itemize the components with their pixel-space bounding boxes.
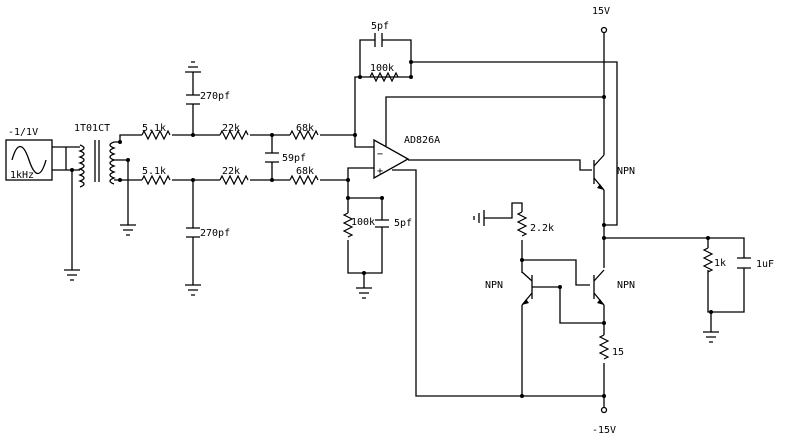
capacitor-feedback bbox=[374, 33, 383, 47]
rail-negative-label: -15V bbox=[592, 425, 616, 436]
transformer: 1T01CT bbox=[65, 123, 128, 188]
opamp: − + AD826A bbox=[373, 135, 440, 180]
resistor-fb-bottom bbox=[289, 174, 319, 186]
resistor-load bbox=[702, 247, 714, 273]
transistor-mirror-left: NPN bbox=[485, 271, 533, 306]
resistor-fb-top bbox=[289, 129, 319, 141]
mirror-base-wire bbox=[532, 286, 604, 324]
resistor-bias-label: 2.2k bbox=[530, 223, 554, 234]
capacitor-load bbox=[737, 257, 751, 269]
capacitor-top-label: 270pf bbox=[200, 91, 230, 102]
resistor-mid-top-label: 22k bbox=[222, 123, 240, 134]
resistor-ref bbox=[342, 212, 354, 238]
resistor-mid-bottom bbox=[219, 174, 249, 186]
opamp-vplus-wire bbox=[385, 96, 604, 146]
opamp-output-wire bbox=[408, 159, 592, 171]
feedback-tap-wire bbox=[411, 61, 618, 226]
bias-wire bbox=[484, 202, 523, 219]
opamp-plus-pin: + bbox=[377, 166, 383, 177]
resistor-in-top bbox=[141, 129, 171, 141]
resistor-emitter-label: 15 bbox=[612, 347, 624, 358]
resistor-feedback bbox=[369, 71, 399, 83]
source-wire bbox=[52, 146, 66, 171]
ground-bias bbox=[473, 210, 485, 226]
transistor-mirror-right: NPN bbox=[593, 269, 635, 306]
capacitor-bottom bbox=[186, 227, 200, 238]
capacitor-top bbox=[186, 94, 200, 105]
opamp-minus-pin: − bbox=[377, 149, 383, 160]
resistor-in-bottom bbox=[141, 174, 171, 186]
signal-source: -1/1V 1kHz bbox=[5, 127, 53, 181]
transistor-upper-label: NPN bbox=[617, 166, 635, 177]
junction-dots bbox=[70, 60, 713, 398]
rail-negative-terminal bbox=[600, 406, 608, 414]
ground-primary bbox=[64, 269, 80, 281]
resistor-emitter bbox=[598, 334, 610, 360]
capacitor-feedback-label: 5pf bbox=[371, 21, 389, 32]
rail-positive-terminal bbox=[600, 26, 608, 34]
transistor-mirror-left-label: NPN bbox=[485, 280, 503, 291]
ground-load bbox=[703, 331, 719, 343]
resistor-fb-bottom-label: 68k bbox=[296, 166, 314, 177]
top-path-wire bbox=[119, 134, 142, 142]
transistor-upper: NPN bbox=[593, 154, 635, 191]
resistor-in-top-label: 5.1k bbox=[142, 123, 166, 134]
resistor-load-label: 1k bbox=[714, 258, 726, 269]
resistor-ref-label: 100k bbox=[351, 217, 375, 228]
output-wire bbox=[604, 237, 745, 313]
capacitor-ref bbox=[375, 213, 389, 240]
capacitor-bottom-label: 270pf bbox=[200, 228, 230, 239]
mirror-collector-wire bbox=[521, 240, 590, 286]
ground-cap-top bbox=[185, 61, 201, 73]
resistor-bias bbox=[516, 211, 528, 237]
ground-center-tap bbox=[120, 224, 136, 236]
ground-cap-bottom bbox=[185, 284, 201, 296]
resistor-in-bottom-label: 5.1k bbox=[142, 166, 166, 177]
resistor-mid-top bbox=[219, 129, 249, 141]
resistor-feedback-label: 100k bbox=[370, 63, 394, 74]
rail-positive-label: 15V bbox=[592, 6, 610, 17]
feedback-network-wire bbox=[354, 39, 412, 135]
resistor-mid-bottom-label: 22k bbox=[222, 166, 240, 177]
source-frequency-label: 1kHz bbox=[10, 170, 34, 181]
capacitor-ref-label: 5pf bbox=[394, 218, 412, 229]
transistor-mirror-right-label: NPN bbox=[617, 280, 635, 291]
capacitor-mid-label: 59pf bbox=[282, 153, 306, 164]
opamp-label: AD826A bbox=[404, 135, 440, 146]
resistor-fb-top-label: 68k bbox=[296, 123, 314, 134]
transformer-label: 1T01CT bbox=[74, 123, 110, 134]
capacitor-mid bbox=[265, 152, 279, 163]
source-amplitude-label: -1/1V bbox=[8, 127, 38, 138]
ground-ref bbox=[356, 287, 372, 299]
capacitor-load-label: 1uF bbox=[756, 259, 774, 270]
opamp-vminus-wire bbox=[392, 169, 604, 397]
